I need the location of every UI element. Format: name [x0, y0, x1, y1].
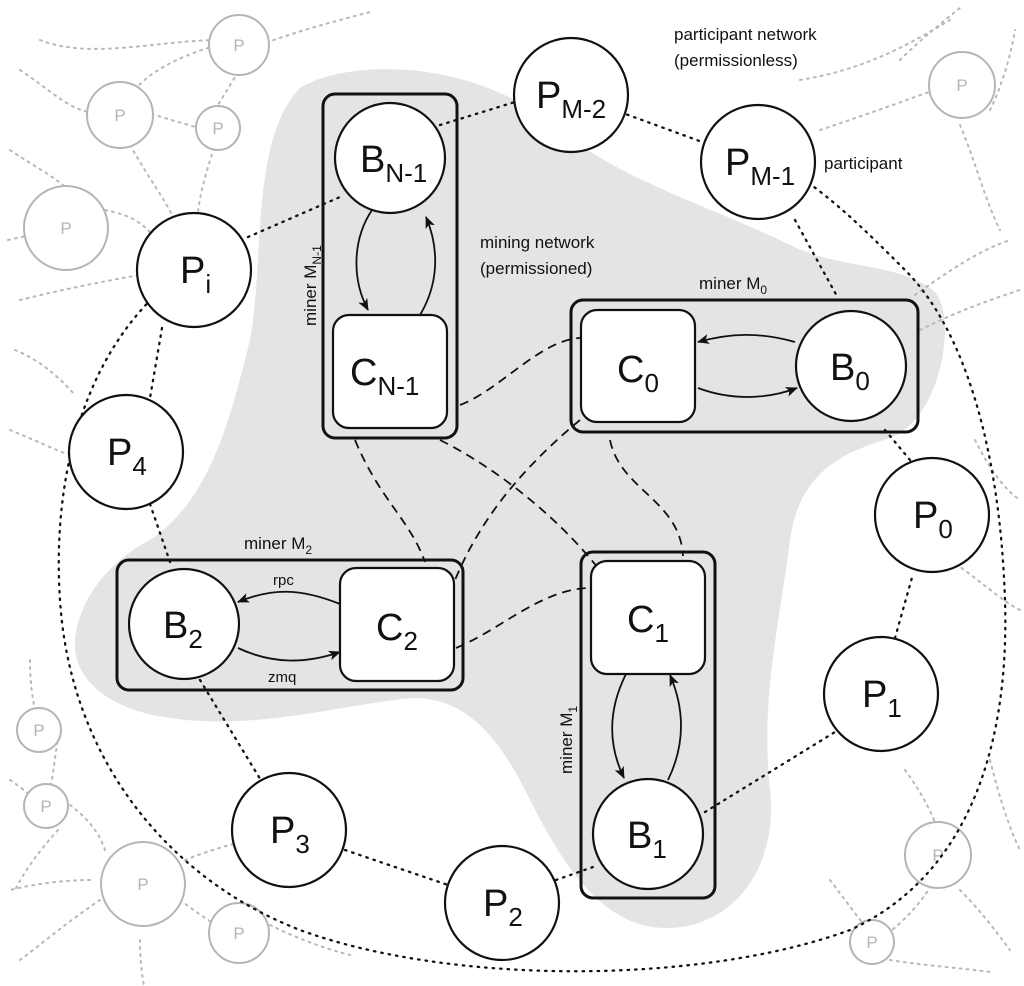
svg-text:P: P [233, 36, 244, 55]
background-participant: P [86, 81, 154, 149]
participant-label: participant [824, 154, 903, 173]
miner-frame-2 [115, 558, 465, 692]
svg-text:CN-1: CN-1 [350, 352, 419, 401]
node-c-0: C0 [579, 308, 697, 424]
node-p-2: P2 [443, 844, 561, 962]
node-p-1: P1 [822, 635, 940, 753]
background-participant: P [208, 14, 270, 76]
node-p-3: P3 [230, 771, 348, 889]
background-links [7, 7, 1021, 986]
svg-text:B0: B0 [830, 347, 870, 396]
miner-0-label: miner M0 [699, 274, 767, 297]
svg-text:P: P [33, 721, 44, 740]
background-participant: P [16, 707, 62, 753]
node-p-m-2: PM-2 [512, 36, 630, 154]
background-participant: P [208, 902, 270, 964]
background-participant: P [195, 105, 241, 151]
node-c-1: C1 [589, 559, 707, 676]
internal-arrows [237, 209, 798, 781]
background-participant: P [23, 783, 69, 829]
svg-text:P: P [40, 797, 51, 816]
rpc-label: rpc [273, 572, 294, 589]
svg-text:PM-1: PM-1 [725, 142, 795, 191]
svg-text:P: P [60, 219, 71, 238]
node-b-n-1: BN-1 [333, 101, 447, 215]
svg-text:P: P [956, 76, 967, 95]
miner-frame-n-1 [321, 92, 459, 440]
miner-frame-1 [579, 550, 717, 900]
svg-text:P: P [932, 846, 943, 865]
node-p-0: P0 [873, 456, 991, 574]
svg-text:P: P [233, 924, 244, 943]
svg-text:P: P [137, 875, 148, 894]
svg-text:PM-2: PM-2 [536, 75, 606, 124]
svg-text:C1: C1 [627, 599, 669, 648]
node-p-m-1: PM-1 [699, 103, 817, 221]
node-c-n-1: CN-1 [331, 313, 449, 430]
svg-text:C0: C0 [617, 349, 659, 398]
svg-text:Pi: Pi [180, 250, 211, 299]
node-c-2: C2 [338, 566, 456, 683]
background-participant: P [100, 841, 186, 927]
svg-text:P4: P4 [107, 432, 147, 481]
svg-text:P: P [114, 106, 125, 125]
svg-text:B1: B1 [627, 815, 667, 864]
node-p-i: Pi [135, 211, 253, 329]
mining-network-label: mining network [480, 233, 595, 252]
background-participant: P [904, 821, 972, 889]
participant-network-label: participant network [674, 25, 817, 44]
miner-n-1-label: miner MN-1 [301, 245, 324, 326]
background-participant: P [928, 51, 996, 119]
node-b-0: B0 [794, 309, 908, 423]
participant-links [57, 100, 1007, 973]
miner-2-label: miner M2 [244, 534, 312, 557]
miner-1-label: miner M1 [557, 706, 580, 774]
zmq-label: zmq [268, 669, 296, 686]
mining-network-region [74, 69, 945, 929]
mining-links [354, 337, 684, 649]
node-b-1: B1 [591, 777, 705, 891]
permissionless-label: (permissionless) [674, 51, 798, 70]
miner-frame-0 [569, 298, 920, 434]
background-participant: P [849, 919, 895, 965]
svg-text:P3: P3 [270, 810, 310, 859]
background-participant: P [23, 185, 109, 271]
svg-text:P1: P1 [862, 674, 902, 723]
svg-text:BN-1: BN-1 [360, 139, 427, 188]
svg-text:C2: C2 [376, 607, 418, 656]
permissioned-label: (permissioned) [480, 259, 592, 278]
node-p-4: P4 [67, 393, 185, 511]
svg-text:P: P [212, 119, 223, 138]
svg-text:P2: P2 [483, 883, 523, 932]
svg-text:P0: P0 [913, 495, 953, 544]
svg-text:B2: B2 [163, 605, 203, 654]
svg-text:P: P [866, 933, 877, 952]
node-b-2: B2 [127, 567, 241, 681]
